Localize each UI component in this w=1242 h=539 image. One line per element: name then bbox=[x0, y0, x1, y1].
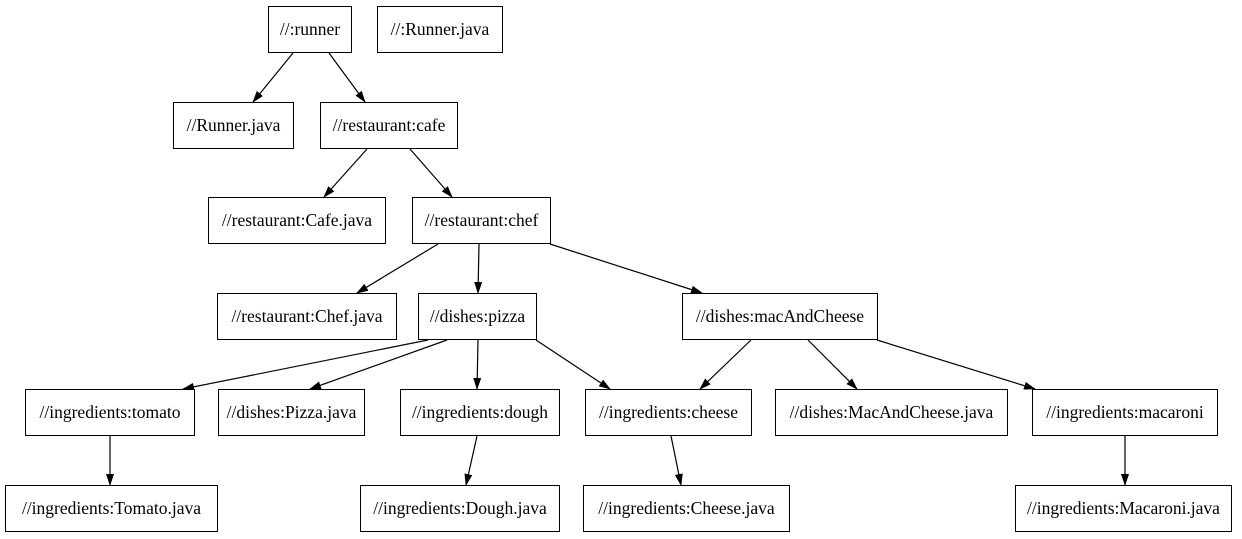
graph-node-cheese: //ingredients:cheese bbox=[585, 389, 752, 436]
edge-chef-to-chef-java bbox=[356, 243, 439, 294]
graph-node-runner-java-file: //Runner.java bbox=[173, 102, 294, 149]
graph-node-dough: //ingredients:dough bbox=[400, 389, 560, 436]
edge-chef-to-mac-and-cheese bbox=[549, 243, 703, 294]
graph-node-label: //dishes:Pizza.java bbox=[226, 401, 357, 422]
edge-pizza-to-tomato bbox=[182, 339, 429, 391]
graph-node-chef-java: //restaurant:Chef.java bbox=[217, 293, 397, 340]
graph-node-label: //ingredients:macaroni bbox=[1046, 401, 1204, 422]
graph-node-label: //ingredients:tomato bbox=[39, 401, 181, 422]
graph-node-cafe: //restaurant:cafe bbox=[320, 102, 458, 149]
graph-node-label: //restaurant:Cafe.java bbox=[221, 209, 373, 230]
graph-node-dough-java: //ingredients:Dough.java bbox=[360, 485, 560, 532]
graph-node-label: //Runner.java bbox=[186, 114, 281, 135]
graph-node-chef: //restaurant:chef bbox=[412, 197, 551, 244]
graph-node-runner-java-target: //:Runner.java bbox=[377, 6, 503, 53]
graph-node-mac-and-cheese: //dishes:macAndCheese bbox=[682, 293, 878, 340]
edge-cafe-to-cafe-java bbox=[323, 148, 368, 198]
graph-node-label: //dishes:pizza bbox=[429, 305, 526, 326]
edge-cheese-to-cheese-java bbox=[670, 435, 683, 486]
graph-node-cafe-java: //restaurant:Cafe.java bbox=[208, 197, 386, 244]
graph-node-label: //ingredients:Cheese.java bbox=[598, 497, 775, 518]
edge-pizza-to-cheese bbox=[535, 339, 611, 390]
graph-node-label: //ingredients:Tomato.java bbox=[21, 497, 202, 518]
graph-node-macaroni-java: //ingredients:Macaroni.java bbox=[1015, 485, 1232, 532]
graph-node-label: //restaurant:cafe bbox=[332, 114, 446, 135]
graph-node-tomato-java: //ingredients:Tomato.java bbox=[5, 485, 218, 532]
graph-node-label: //dishes:MacAndCheese.java bbox=[789, 401, 994, 422]
graph-node-tomato: //ingredients:tomato bbox=[25, 389, 195, 436]
graph-node-pizza-java: //dishes:Pizza.java bbox=[218, 389, 365, 436]
graph-node-cheese-java: //ingredients:Cheese.java bbox=[583, 485, 790, 532]
graph-node-label: //ingredients:dough bbox=[411, 401, 549, 422]
edge-pizza-to-dough bbox=[473, 339, 482, 390]
graph-node-macaroni: //ingredients:macaroni bbox=[1032, 389, 1218, 436]
graph-node-runner: //:runner bbox=[268, 6, 352, 53]
edge-runner-to-cafe bbox=[328, 52, 366, 103]
graph-node-label: //:Runner.java bbox=[390, 18, 490, 39]
edge-cafe-to-chef bbox=[409, 148, 453, 198]
graph-node-label: //ingredients:cheese bbox=[599, 401, 738, 422]
edge-chef-to-pizza bbox=[474, 243, 483, 294]
graph-node-mac-and-cheese-java: //dishes:MacAndCheese.java bbox=[775, 389, 1008, 436]
edge-mac-and-cheese-to-cheese bbox=[699, 339, 752, 390]
edge-dough-to-dough-java bbox=[464, 435, 478, 486]
graph-node-label: //ingredients:Macaroni.java bbox=[1027, 497, 1220, 518]
edge-runner-to-runner-java-file bbox=[252, 52, 294, 103]
edge-pizza-to-pizza-java bbox=[309, 339, 448, 390]
graph-node-label: //dishes:macAndCheese bbox=[695, 305, 865, 326]
graph-node-label: //restaurant:chef bbox=[424, 209, 539, 230]
edge-mac-and-cheese-to-mac-and-cheese-java bbox=[807, 339, 858, 390]
edge-mac-and-cheese-to-macaroni bbox=[876, 339, 1036, 390]
graph-node-pizza: //dishes:pizza bbox=[418, 293, 537, 340]
graph-node-label: //restaurant:Chef.java bbox=[231, 305, 383, 326]
graph-node-label: //:runner bbox=[279, 18, 341, 39]
graph-node-label: //ingredients:Dough.java bbox=[373, 497, 547, 518]
